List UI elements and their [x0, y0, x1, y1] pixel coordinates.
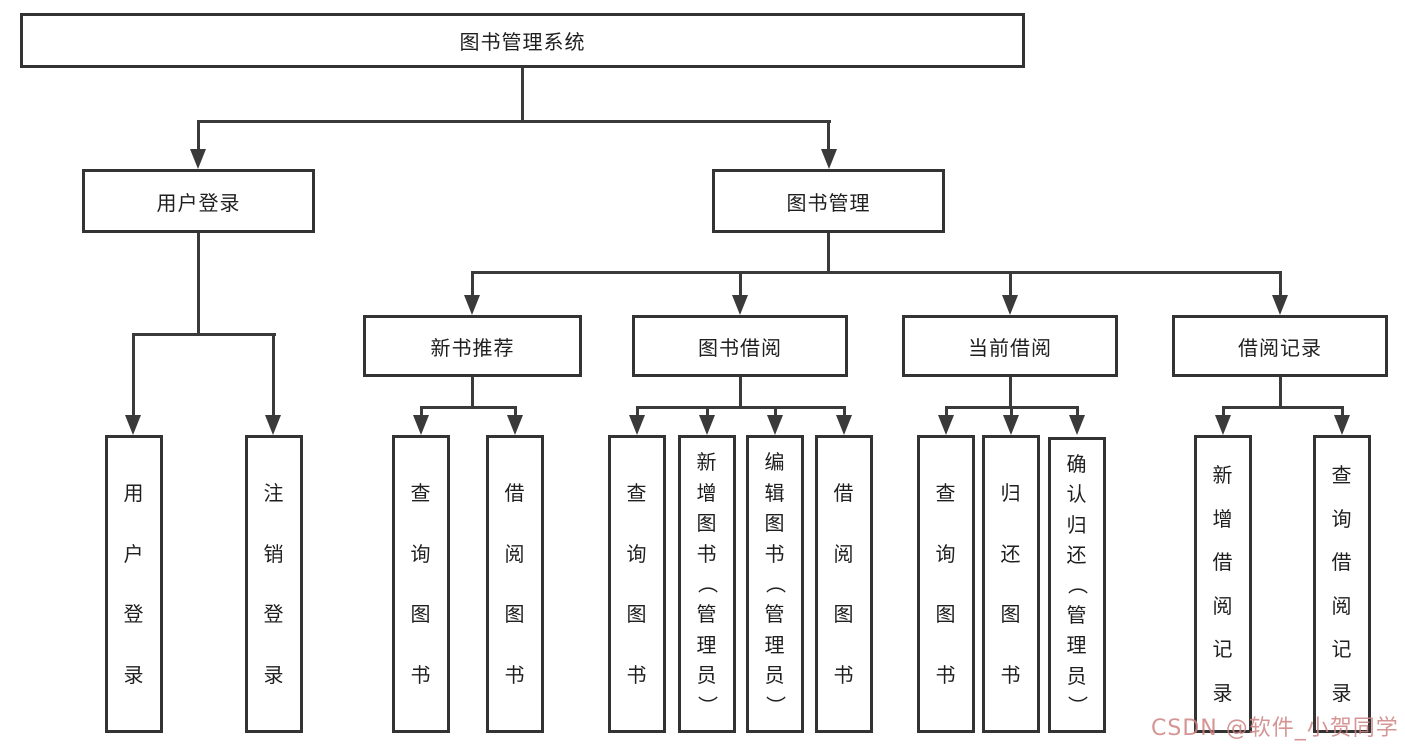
connector-borrowrecords-drop-1 — [1222, 406, 1225, 418]
node-bb-edit-label: 编辑图书（管理员） — [763, 450, 787, 717]
node-cb-confirm: 确认归还（管理员） — [1048, 437, 1106, 733]
connector-newbookrec-drop-2 — [514, 406, 517, 418]
connector-userlogin-drop-1 — [132, 333, 135, 417]
connector-bookmgmt-drop-4 — [1279, 271, 1282, 297]
node-ul-user-login-label: 用户登录 — [123, 480, 145, 688]
arrowhead-br-query — [1334, 415, 1350, 435]
node-root-label: 图书管理系统 — [459, 30, 586, 54]
connector-bookborrow-hbar — [636, 406, 845, 409]
connector-bookborrow-drop-3 — [774, 406, 777, 418]
connector-root-stem — [521, 68, 524, 120]
node-user-login-label: 用户登录 — [156, 190, 241, 215]
node-bb-query: 查询图书 — [608, 435, 666, 733]
node-br-query: 查询借阅记录 — [1313, 435, 1371, 733]
node-cb-return-label: 归还图书 — [1000, 480, 1022, 688]
connector-bookmgmt-hbar — [471, 271, 1281, 274]
connector-newbookrec-stem — [471, 377, 474, 409]
csdn-watermark: CSDN @软件_小贺同学 — [1151, 716, 1399, 741]
arrowhead-bb-edit — [767, 415, 783, 435]
node-bb-query-label: 查询图书 — [626, 480, 648, 688]
connector-borrowrecords-stem — [1279, 377, 1282, 409]
node-cb-return: 归还图书 — [982, 435, 1040, 733]
node-new-book-rec: 新书推荐 — [363, 315, 582, 377]
arrowhead-cb-confirm — [1069, 415, 1085, 435]
node-bb-add: 新增图书（管理员） — [678, 435, 736, 733]
connector-root-drop-right — [827, 120, 830, 152]
arrowhead-cb-query — [938, 415, 954, 435]
connector-bookmgmt-drop-1 — [471, 271, 474, 297]
arrowhead-nb-query — [413, 415, 429, 435]
node-nb-borrow: 借阅图书 — [486, 435, 544, 733]
connector-userlogin-drop-2 — [272, 333, 275, 417]
arrowhead-bb-borrow — [836, 415, 852, 435]
connector-currentborrow-drop-1 — [945, 406, 948, 418]
connector-bookmgmt-drop-2 — [739, 271, 742, 297]
connector-bookborrow-stem — [739, 377, 742, 409]
arrowhead-book-mgmt — [821, 149, 837, 169]
connector-borrowrecords-hbar — [1222, 406, 1343, 409]
connector-currentborrow-drop-2 — [1010, 406, 1013, 418]
node-nb-borrow-label: 借阅图书 — [504, 480, 526, 688]
node-current-borrow-label: 当前借阅 — [968, 335, 1052, 360]
node-bb-edit: 编辑图书（管理员） — [746, 435, 804, 733]
arrowhead-nb-borrow — [507, 415, 523, 435]
connector-bookmgmt-stem — [827, 233, 830, 274]
arrowhead-cb-return — [1003, 415, 1019, 435]
arrowhead-borrow-records — [1272, 295, 1288, 315]
node-ul-logout-label: 注销登录 — [263, 480, 285, 688]
connector-currentborrow-stem — [1009, 377, 1012, 409]
node-new-book-rec-label: 新书推荐 — [430, 335, 515, 360]
node-cb-confirm-label: 确认归还（管理员） — [1065, 452, 1089, 717]
node-bb-borrow-label: 借阅图书 — [833, 480, 855, 688]
node-nb-query-label: 查询图书 — [410, 480, 432, 688]
arrowhead-current-borrow — [1002, 295, 1018, 315]
connector-bookmgmt-drop-3 — [1009, 271, 1012, 297]
arrowhead-user-login — [190, 149, 206, 169]
node-book-mgmt: 图书管理 — [712, 169, 945, 233]
connector-currentborrow-drop-3 — [1076, 406, 1079, 418]
node-book-borrow: 图书借阅 — [632, 315, 848, 377]
connector-bookborrow-drop-4 — [843, 406, 846, 418]
node-ul-user-login: 用户登录 — [105, 435, 163, 733]
node-nb-query: 查询图书 — [392, 435, 450, 733]
node-user-login: 用户登录 — [82, 169, 315, 233]
connector-root-hbar — [197, 120, 831, 123]
connector-newbookrec-hbar — [420, 406, 516, 409]
node-borrow-records: 借阅记录 — [1172, 315, 1388, 377]
connector-userlogin-hbar — [133, 333, 276, 336]
connector-bookborrow-drop-1 — [636, 406, 639, 418]
arrowhead-bb-query — [629, 415, 645, 435]
node-bb-add-label: 新增图书（管理员） — [695, 450, 719, 717]
arrowhead-ul-user-login — [125, 415, 141, 435]
node-br-add: 新增借阅记录 — [1194, 435, 1252, 733]
node-borrow-records-label: 借阅记录 — [1238, 335, 1322, 360]
arrowhead-bb-add — [699, 415, 715, 435]
connector-userlogin-stem — [197, 233, 200, 336]
node-book-mgmt-label: 图书管理 — [786, 190, 871, 215]
node-br-add-label: 新增借阅记录 — [1212, 463, 1234, 705]
arrowhead-book-borrow — [732, 295, 748, 315]
arrowhead-new-book-rec — [464, 295, 480, 315]
arrowhead-ul-logout — [265, 415, 281, 435]
arrowhead-br-add — [1215, 415, 1231, 435]
node-bb-borrow: 借阅图书 — [815, 435, 873, 733]
node-root: 图书管理系统 — [20, 13, 1025, 68]
connector-bookborrow-drop-2 — [706, 406, 709, 418]
node-cb-query: 查询图书 — [917, 435, 975, 733]
node-current-borrow: 当前借阅 — [902, 315, 1118, 377]
connector-newbookrec-drop-1 — [420, 406, 423, 418]
node-br-query-label: 查询借阅记录 — [1331, 463, 1353, 705]
node-book-borrow-label: 图书借阅 — [698, 335, 782, 360]
node-cb-query-label: 查询图书 — [935, 480, 957, 688]
connector-root-drop-left — [197, 120, 200, 152]
node-ul-logout: 注销登录 — [245, 435, 303, 733]
connector-borrowrecords-drop-2 — [1341, 406, 1344, 418]
